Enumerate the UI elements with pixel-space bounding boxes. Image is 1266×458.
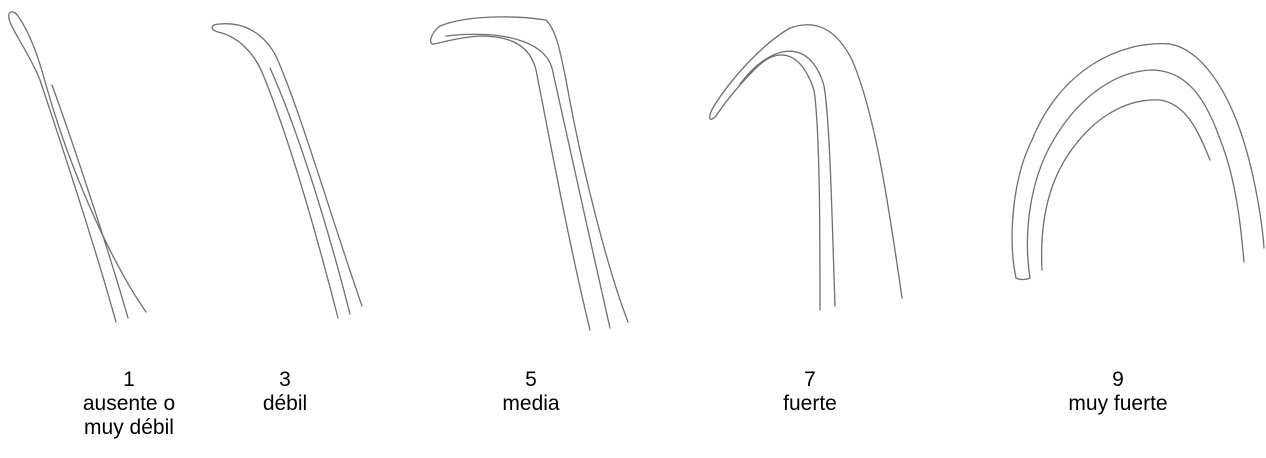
stem-drawing-3: [212, 24, 362, 318]
grade-label-7: fuerte: [710, 392, 910, 416]
grade-label-9: muy fuerte: [1018, 392, 1218, 416]
stem-drawing-9: [1012, 44, 1264, 280]
grade-number-7: 7: [710, 368, 910, 392]
scale-caption-3: 3 débil: [185, 368, 385, 416]
stem-drawing-7: [710, 25, 902, 310]
grade-number-3: 3: [185, 368, 385, 392]
grade-label-5: media: [431, 392, 631, 416]
scale-caption-9: 9 muy fuerte: [1018, 368, 1218, 416]
stem-drawing-5: [431, 17, 628, 330]
grade-number-9: 9: [1018, 368, 1218, 392]
grade-number-5: 5: [431, 368, 631, 392]
grade-label-3: débil: [185, 392, 385, 416]
scale-caption-7: 7 fuerte: [710, 368, 910, 416]
scale-caption-5: 5 media: [431, 368, 631, 416]
stem-drawing-1: [9, 12, 146, 322]
